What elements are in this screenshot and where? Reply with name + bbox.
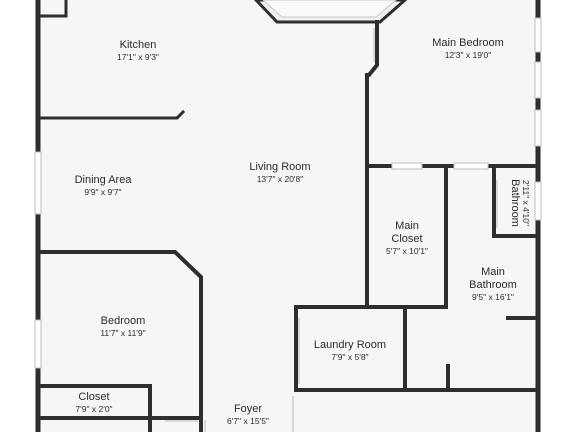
room-label-bathroom: Bathroom 2'11" x 4'10" [509,179,531,227]
room-label-closet: Closet 7'9" x 2'0" [75,391,112,414]
room-name: Foyer [234,403,262,415]
windows [34,17,542,369]
room-dimensions: 2'11" x 4'10" [521,180,531,226]
walls [35,0,541,432]
room-name-line-2: Bathroom [469,279,517,291]
room-name: Living Room [249,161,310,173]
room-name: Closet [78,391,109,403]
room-dimensions: 17'1" x 9'3" [117,52,159,62]
floor-area [38,0,538,432]
room-label-foyer: Foyer 6'7" x 15'5" [227,403,269,426]
room-dimensions: 11'7" x 11'9" [100,328,145,338]
room-name: Dining Area [75,174,133,186]
room-dimensions: 12'3" x 19'0" [445,50,492,60]
room-name: Kitchen [120,39,157,51]
room-label-kitchen: Kitchen 17'1" x 9'3" [117,39,159,62]
room-name: Bedroom [101,315,146,327]
room-dimensions: 7'9" x 5'8" [331,352,368,362]
room-dimensions: 9'5" x 16'1" [472,292,514,302]
room-label-main-bedroom: Main Bedroom 12'3" x 19'0" [432,37,504,60]
bay-window [253,0,408,24]
room-dimensions: 7'9" x 2'0" [75,404,112,414]
room-label-dining-area: Dining Area 9'9" x 9'7" [75,174,133,197]
room-dimensions: 6'7" x 15'5" [227,416,269,426]
room-name-line-2: Closet [391,233,422,245]
room-name: Bathroom [509,179,521,227]
room-label-bedroom: Bedroom 11'7" x 11'9" [100,315,145,338]
room-label-living-room: Living Room 13'7" x 20'8" [249,161,310,184]
room-label-laundry-room: Laundry Room 7'9" x 5'8" [314,339,386,362]
room-dimensions: 13'7" x 20'8" [257,174,304,184]
door-openings [165,28,498,432]
room-name: Laundry Room [314,339,386,351]
room-name-line-1: Main [395,220,419,232]
room-dimensions: 9'9" x 9'7" [84,187,121,197]
room-dimensions: 5'7" x 10'1" [386,246,428,256]
room-name-line-1: Main [481,266,505,278]
room-label-main-closet: Main Closet 5'7" x 10'1" [386,220,428,256]
room-name: Main Bedroom [432,37,504,49]
room-label-main-bathroom: Main Bathroom 9'5" x 16'1" [469,266,517,302]
